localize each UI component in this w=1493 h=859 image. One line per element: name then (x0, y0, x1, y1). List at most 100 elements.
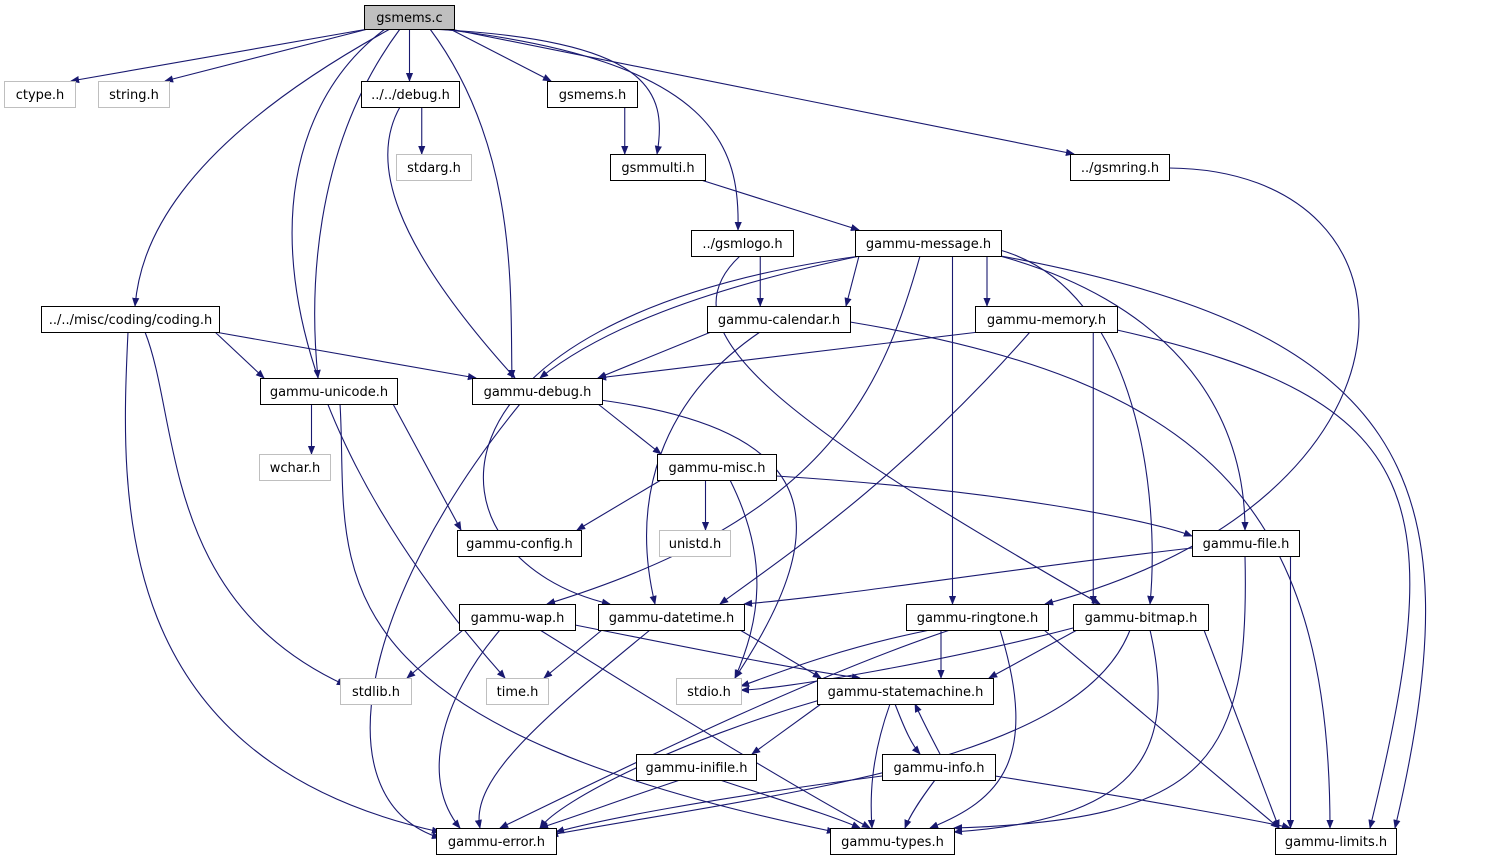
edge-gammu_bitmap_h-to-gammu_error_h (549, 629, 1131, 838)
node-label: gsmmulti.h (621, 161, 694, 176)
node-label: ../../misc/coding/coding.h (49, 313, 213, 328)
node-box (396, 154, 472, 181)
node-gsmring_h[interactable]: ../gsmring.h (1070, 154, 1170, 181)
node-coding_h[interactable]: ../../misc/coding/coding.h (41, 306, 220, 333)
node-label: gammu-ringtone.h (917, 611, 1039, 626)
edge-gammu_info_h-to-gammu_types_h (904, 779, 936, 829)
edge-gsmems_c-to-gsmlogo_h (439, 28, 742, 231)
node-label: gsmems.c (376, 11, 442, 26)
node-gsmlogo_h[interactable]: ../gsmlogo.h (691, 230, 794, 257)
node-gsmems_c[interactable]: gsmems.c (364, 5, 455, 30)
node-gammu_statemachine_h[interactable]: gammu-statemachine.h (817, 678, 994, 705)
edge-gammu_bitmap_h-to-gammu_statemachine_h (988, 629, 1078, 679)
edge-gammu_calendar_h-to-gammu_limits_h (849, 321, 1334, 829)
node-gammu_message_h[interactable]: gammu-message.h (855, 230, 1002, 257)
node-box (610, 154, 706, 181)
node-gammu_types_h[interactable]: gammu-types.h (830, 828, 955, 855)
edge-gammu_misc_h-to-stdio_h (729, 479, 758, 679)
edge-gammu_message_h-to-gammu_calendar_h (844, 255, 860, 307)
node-box (259, 454, 331, 481)
node-label: gammu-info.h (894, 761, 985, 776)
node-box (472, 378, 603, 405)
node-gammu_inifile_h[interactable]: gammu-inifile.h (636, 754, 757, 781)
edge-gammu_message_h-to-gammu_bitmap_h (999, 249, 1155, 605)
node-gammu_debug_h[interactable]: gammu-debug.h (472, 378, 603, 405)
node-label: gammu-statemachine.h (828, 685, 984, 700)
node-label: ../gsmring.h (1081, 161, 1159, 176)
edge-gsmems_c-to-gsmems_h (449, 28, 552, 82)
node-label: ../gsmlogo.h (702, 237, 782, 252)
edge-coding_h-to-gammu_error_h (124, 331, 441, 834)
node-debug_h[interactable]: ../../debug.h (361, 81, 460, 108)
node-label: gammu-types.h (841, 835, 944, 850)
edge-gsmlogo_h-to-gammu_bitmap_h (715, 255, 1101, 605)
edge-gammu_ringtone_h-to-gammu_types_h (929, 629, 1017, 829)
node-label: gsmems.h (559, 88, 627, 103)
node-wchar_h: wchar.h (259, 454, 331, 481)
node-box (817, 678, 994, 705)
edge-gammu_statemachine_h-to-gammu_error_h (539, 699, 821, 829)
node-gammu_calendar_h[interactable]: gammu-calendar.h (707, 306, 851, 333)
node-box (1192, 530, 1300, 557)
edge-gammu_info_h-to-gammu_statemachine_h (914, 703, 941, 755)
edge-gammu_memory_h-to-gammu_limits_h (1116, 329, 1411, 829)
node-label: gammu-limits.h (1285, 835, 1387, 850)
node-gammu_limits_h[interactable]: gammu-limits.h (1275, 828, 1397, 855)
node-gammu_file_h[interactable]: gammu-file.h (1192, 530, 1300, 557)
node-box (4, 81, 76, 108)
node-gammu_error_h[interactable]: gammu-error.h (436, 828, 557, 855)
edge-gammu_inifile_h-to-gammu_error_h (539, 779, 681, 829)
node-box (975, 306, 1118, 333)
node-box (1073, 604, 1209, 631)
node-gammu_bitmap_h[interactable]: gammu-bitmap.h (1073, 604, 1209, 631)
node-label: gammu-unicode.h (270, 385, 388, 400)
node-box (457, 530, 582, 557)
node-label: gammu-bitmap.h (1085, 611, 1198, 626)
edge-gammu_message_h-to-gammu_file_h (999, 255, 1249, 531)
node-gammu_misc_h[interactable]: gammu-misc.h (657, 454, 777, 481)
edge-gsmems_c-to-ctype_h (70, 28, 369, 84)
node-box (636, 754, 757, 781)
edge-gammu_wap_h-to-gammu_statemachine_h (574, 624, 861, 681)
node-label: gammu-error.h (448, 835, 545, 850)
node-gsmems_h[interactable]: gsmems.h (547, 81, 638, 108)
edge-gammu_message_h-to-gammu_limits_h (1000, 255, 1427, 829)
edge-gammu_datetime_h-to-gammu_statemachine_h (739, 629, 822, 679)
node-gammu_ringtone_h[interactable]: gammu-ringtone.h (906, 604, 1049, 631)
edge-gsmems_c-to-coding_h (132, 28, 391, 307)
node-gammu_info_h[interactable]: gammu-info.h (882, 754, 996, 781)
edge-gammu_inifile_h-to-gammu_types_h (719, 779, 861, 829)
node-ctype_h: ctype.h (4, 81, 76, 108)
node-label: gammu-calendar.h (718, 313, 840, 328)
node-box (361, 81, 460, 108)
node-gammu_config_h[interactable]: gammu-config.h (457, 530, 582, 557)
node-box (882, 754, 996, 781)
node-gsmmulti_h[interactable]: gsmmulti.h (610, 154, 706, 181)
edge-gammu_datetime_h-to-gammu_error_h (474, 629, 651, 829)
edge-gammu_calendar_h-to-gammu_debug_h (597, 331, 712, 379)
node-unistd_h: unistd.h (659, 530, 731, 557)
node-stdio_h: stdio.h (676, 678, 742, 705)
edge-gsmems_c-to-time_h (291, 28, 506, 679)
edge-gammu_statemachine_h-to-gammu_types_h (867, 703, 891, 829)
node-gammu_memory_h[interactable]: gammu-memory.h (975, 306, 1118, 333)
node-box (486, 678, 549, 705)
edge-gammu_bitmap_h-to-gammu_types_h (953, 629, 1159, 836)
edge-gammu_debug_h-to-stdio_h (599, 399, 797, 679)
edge-gammu_info_h-to-gammu_error_h (555, 775, 883, 834)
node-label: gammu-memory.h (987, 313, 1106, 328)
node-gammu_unicode_h[interactable]: gammu-unicode.h (260, 378, 398, 405)
node-gammu_datetime_h[interactable]: gammu-datetime.h (598, 604, 745, 631)
edge-gsmems_c-to-gammu_debug_h (429, 28, 516, 379)
edge-coding_h-to-gammu_unicode_h (214, 331, 265, 379)
node-box (98, 81, 170, 108)
edge-gammu_datetime_h-to-time_h (543, 629, 603, 679)
node-label: stdio.h (687, 685, 731, 700)
edge-gammu_ringtone_h-to-gammu_error_h (499, 629, 951, 829)
node-box (459, 604, 576, 631)
node-gammu_wap_h[interactable]: gammu-wap.h (459, 604, 576, 631)
edge-gsmems_c-to-gammu_unicode_h (313, 28, 401, 379)
node-label: gammu-datetime.h (609, 611, 735, 626)
node-box (691, 230, 794, 257)
edge-gammu_message_h-to-gammu_datetime_h (482, 255, 861, 606)
